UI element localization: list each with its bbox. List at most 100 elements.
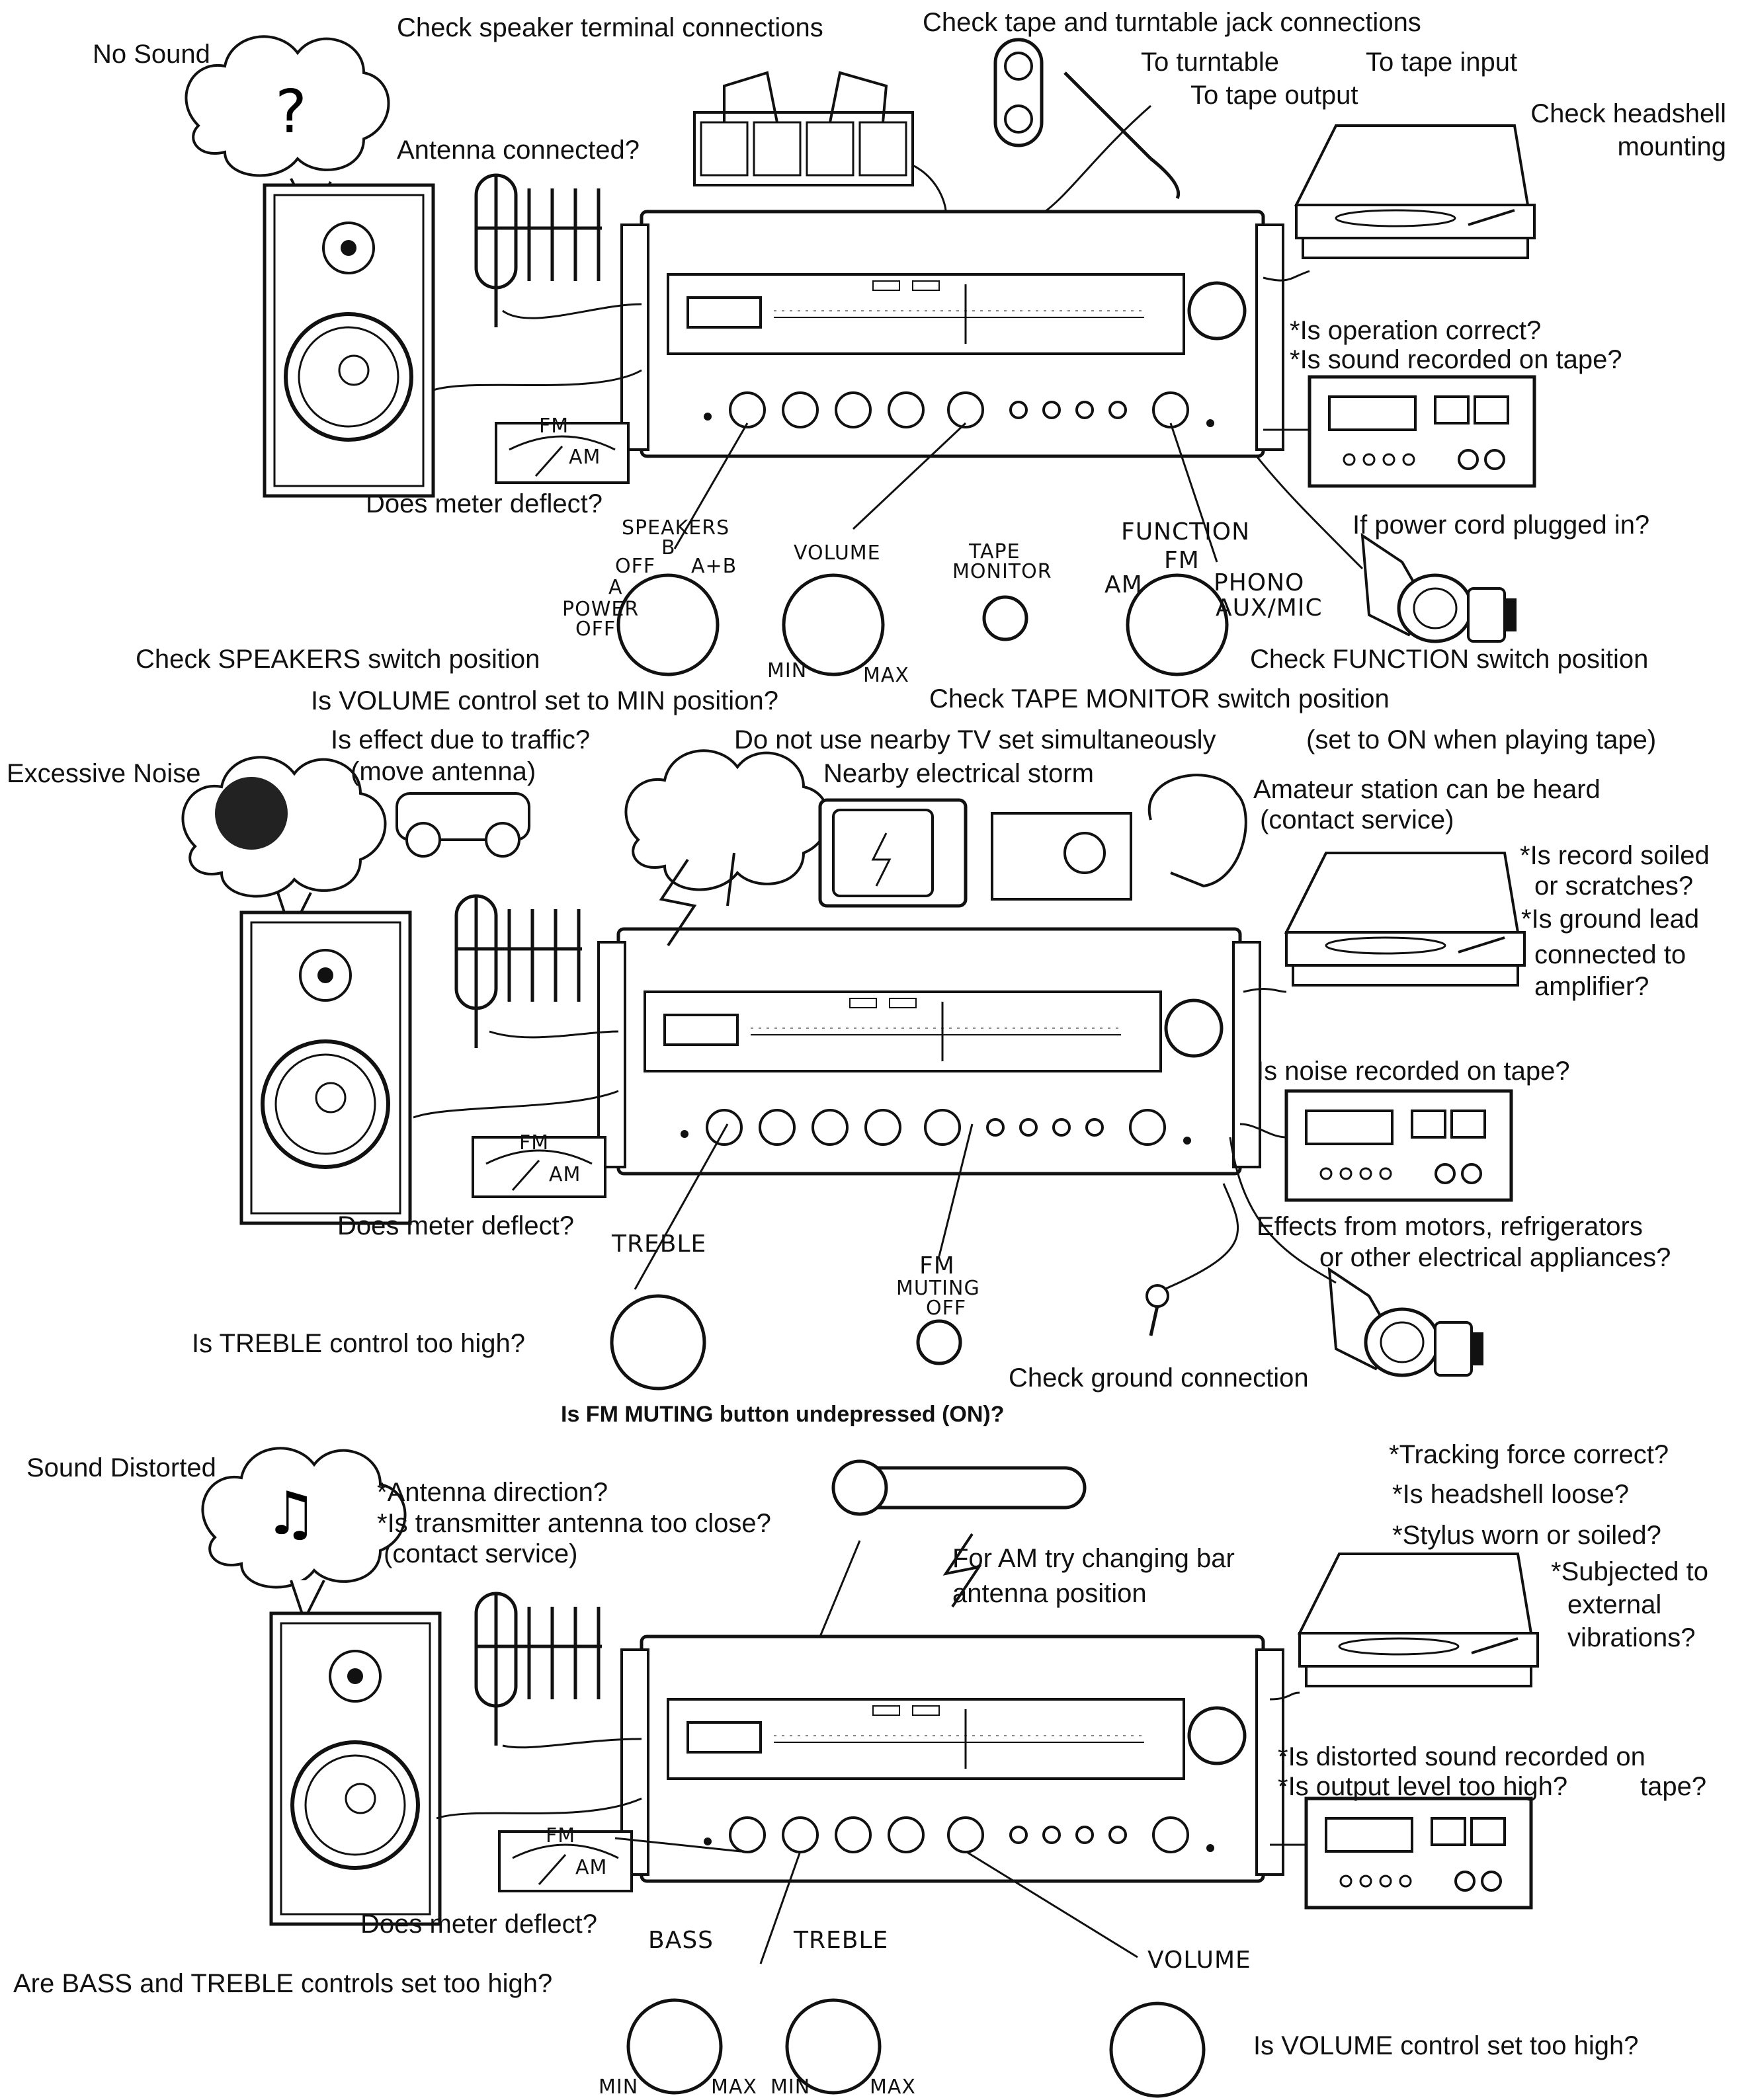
label-headshell-loose: *Is headshell loose? [1392, 1480, 1630, 1509]
meter-label-am-2: AM [549, 1163, 581, 1186]
label-tape-monitor-check: Check TAPE MONITOR switch position [929, 684, 1390, 713]
knob-label-b: B [661, 536, 676, 559]
bar-antenna [831, 1459, 1087, 1608]
knob-label-speakers: SPEAKERS [622, 516, 730, 540]
knob-label-bass: BASS [648, 1927, 714, 1954]
label-vibration-1: *Subjected to [1551, 1557, 1708, 1586]
label-function-check: Check FUNCTION switch position [1250, 645, 1649, 674]
label-amateur-2: (contact service) [1260, 805, 1454, 834]
knob-volume [782, 573, 885, 676]
meter-label-fm-2: FM [519, 1131, 550, 1154]
knob-label-min-2: MIN [770, 2076, 811, 2099]
label-bass-treble-high: Are BASS and TREBLE controls set too hig… [13, 1969, 553, 1998]
svg-text:♫: ♫ [265, 1479, 318, 1549]
label-record-1: *Is record soiled [1520, 841, 1710, 870]
knob-speakers [616, 573, 720, 676]
label-tv: Do not use nearby TV set simultaneously [734, 725, 1216, 754]
label-speaker-terminals: Check speaker terminal connections [397, 13, 823, 42]
knob-label-max-2: MAX [870, 2076, 916, 2099]
tv-set [818, 798, 968, 908]
label-tape-monitor-note: (set to ON when playing tape) [1306, 725, 1657, 754]
car [395, 792, 530, 858]
button-fm-muting [916, 1319, 962, 1365]
label-amateur-1: Amateur station can be heard [1253, 775, 1601, 804]
label-to-turntable: To turntable [1141, 48, 1280, 77]
label-treble-high: Is TREBLE control too high? [192, 1329, 525, 1358]
label-motors-2: or other electrical appliances? [1319, 1243, 1671, 1272]
label-antenna-connected: Antenna connected? [397, 136, 640, 165]
knob-label-monitor: MONITOR [952, 560, 1052, 583]
label-stylus: *Stylus worn or soiled? [1392, 1521, 1661, 1550]
knob-label-max: MAX [863, 664, 909, 687]
knob-label-phono: PHONO [1214, 569, 1305, 596]
knob-label-power-off: OFF [575, 618, 616, 641]
knob-label-fm-muting-2: MUTING [896, 1277, 980, 1300]
label-vibration-3: vibrations? [1567, 1623, 1696, 1652]
knob-label-function: FUNCTION [1121, 518, 1250, 545]
meter-label-am-1: AM [569, 446, 601, 469]
label-contact-service: (contact service) [384, 1539, 578, 1568]
ground-screw [1145, 1284, 1169, 1336]
button-tape-monitor [982, 595, 1028, 641]
meter-label-am-3: AM [575, 1856, 608, 1879]
knob-label-max-1: MAX [711, 2076, 757, 2099]
label-volume-high: Is VOLUME control set too high? [1253, 2031, 1639, 2060]
label-antenna-direction: *Antenna direction? [377, 1478, 608, 1507]
label-output-level: *Is output level too high? [1278, 1772, 1568, 1801]
label-ground-2: connected to [1534, 940, 1686, 969]
no-sound-title: No Sound [93, 40, 210, 69]
knob-bass [626, 1998, 723, 2095]
label-meter-2: Does meter deflect? [337, 1211, 574, 1240]
label-storm: Nearby electrical storm [823, 759, 1095, 788]
knob-label-am: AM [1104, 571, 1143, 598]
label-traffic-2: (move antenna) [351, 757, 536, 786]
knob-treble-2 [785, 1998, 882, 2095]
label-meter-1: Does meter deflect? [366, 489, 603, 518]
label-meter-3: Does meter deflect? [360, 1910, 597, 1939]
sound-distorted-title: Sound Distorted [26, 1453, 216, 1482]
knob-label-treble: TREBLE [612, 1231, 707, 1258]
knob-label-aux-mic: AUX/MIC [1216, 594, 1323, 622]
knob-function [1126, 573, 1229, 676]
amateur-radio [991, 774, 1247, 901]
knob-treble [610, 1294, 706, 1391]
label-fm-muting-q: Is FM MUTING button undepressed (ON)? [561, 1402, 1005, 1427]
label-record-2: or scratches? [1534, 871, 1694, 901]
speaker-terminals [693, 71, 914, 186]
knob-label-treble-2: TREBLE [794, 1927, 889, 1954]
meter-label-fm-3: FM [546, 1824, 576, 1847]
knob-label-a: A [608, 576, 623, 599]
knob-label-off: OFF [615, 555, 656, 578]
knob-label-power: POWER [562, 598, 640, 621]
meter-label-fm-1: FM [539, 415, 569, 438]
label-power-cord: If power cord plugged in? [1353, 510, 1650, 540]
knob-label-a-b: A+B [691, 555, 737, 578]
knob-label-volume: VOLUME [794, 542, 881, 565]
label-distorted-rec-1: *Is distorted sound recorded on [1278, 1742, 1645, 1771]
label-traffic-1: Is effect due to traffic? [331, 725, 591, 754]
knob-label-fm-muting-1: FM [919, 1252, 955, 1279]
label-motors-1: Effects from motors, refrigerators [1257, 1212, 1643, 1241]
svg-text:?: ? [275, 77, 307, 147]
label-transmitter: *Is transmitter antenna too close? [377, 1509, 771, 1538]
knob-label-tape: TAPE [969, 540, 1020, 563]
knob-volume-2 [1109, 2001, 1206, 2098]
label-noise-tape: Is noise recorded on tape? [1257, 1057, 1570, 1086]
label-ground-1: *Is ground lead [1521, 905, 1700, 934]
label-am-bar-2: antenna position [952, 1579, 1147, 1608]
label-sound-recorded: *Is sound recorded on tape? [1290, 345, 1622, 374]
rca-jack [993, 38, 1181, 200]
label-to-tape-output: To tape output [1190, 81, 1358, 110]
label-am-bar-1: For AM try changing bar [952, 1544, 1235, 1573]
label-headshell-1: Check headshell [1530, 99, 1726, 128]
label-speakers-switch: Check SPEAKERS switch position [136, 645, 540, 674]
label-headshell-2: mounting [1617, 132, 1726, 161]
knob-label-fm: FM [1164, 547, 1200, 574]
knob-label-volume-2: VOLUME [1147, 1947, 1251, 1974]
knob-label-min-1: MIN [599, 2076, 639, 2099]
excessive-noise-title: Excessive Noise [7, 759, 201, 788]
knob-label-fm-muting-3: OFF [926, 1297, 967, 1320]
label-volume-min: Is VOLUME control set to MIN position? [311, 686, 778, 715]
label-tracking: *Tracking force correct? [1389, 1440, 1669, 1469]
